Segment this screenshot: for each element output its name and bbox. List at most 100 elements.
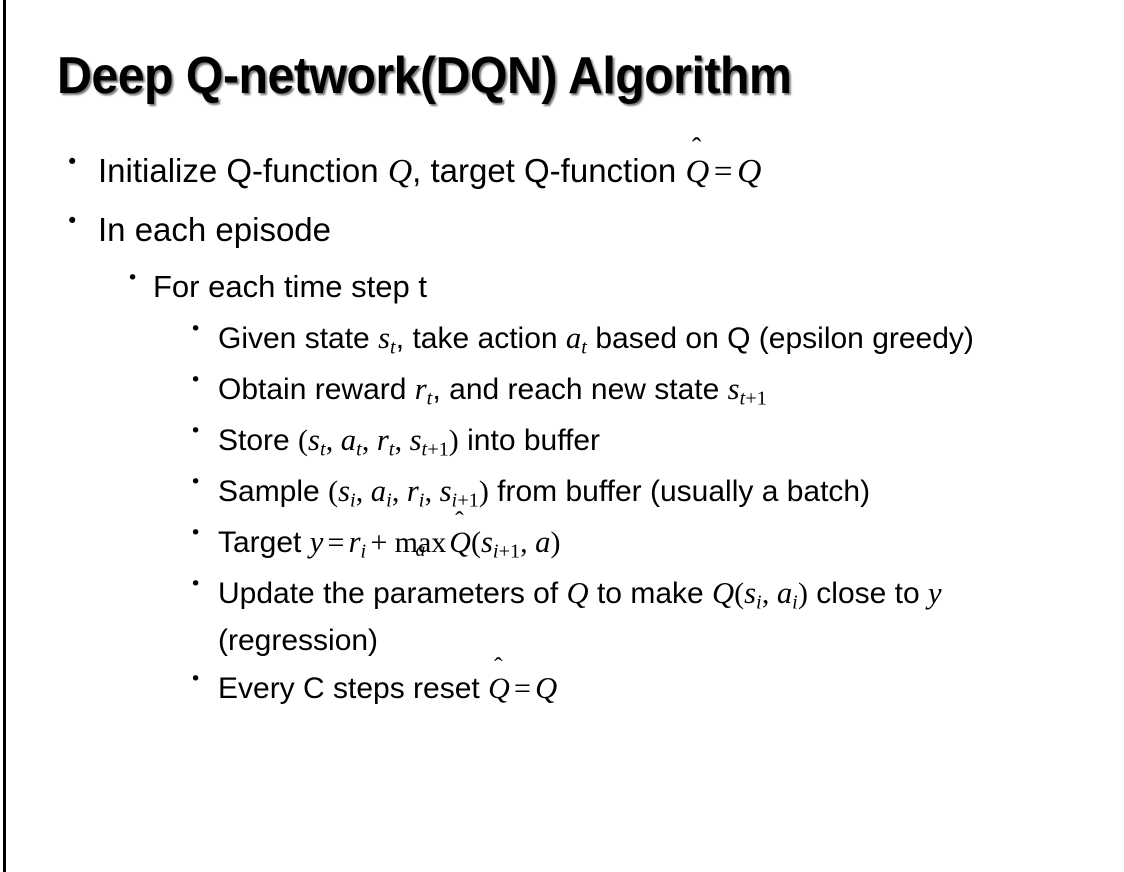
math-variable: st bbox=[378, 320, 396, 359]
math-subscript: i bbox=[492, 540, 499, 563]
bullet-text: Initialize Q-function Q, target Q-functi… bbox=[98, 134, 1124, 195]
math-subscript: t bbox=[426, 387, 433, 410]
math-variable: si+1 bbox=[480, 525, 521, 563]
math-subscript: t bbox=[356, 438, 362, 461]
math-punctuation: ) bbox=[478, 475, 489, 509]
math-subscript: i bbox=[360, 540, 367, 563]
text-run: Store bbox=[218, 424, 299, 458]
math-punctuation: , bbox=[355, 475, 371, 509]
text-run: from buffer (usually a batch) bbox=[488, 475, 871, 509]
math-punctuation: ( bbox=[328, 475, 339, 509]
text-run: Sample bbox=[218, 475, 329, 509]
math-subscript-offset: +1 bbox=[427, 438, 449, 461]
math-variable: y bbox=[309, 525, 324, 560]
math-subscript: i bbox=[349, 489, 356, 512]
text-run: , take action bbox=[395, 321, 566, 355]
math-subscript: i bbox=[386, 489, 392, 512]
bullet-item: •Update the parameters of Q to make Q(si… bbox=[0, 571, 1124, 662]
bullet-marker-icon: • bbox=[190, 668, 202, 691]
math-variable: Q bbox=[737, 153, 762, 190]
math-operator: = bbox=[713, 154, 733, 190]
math-variable: Q bbox=[566, 576, 589, 611]
math-variable: ri bbox=[406, 474, 425, 512]
math-subscript-offset: +1 bbox=[498, 540, 521, 563]
text-run: based on Q (epsilon greedy) bbox=[587, 321, 974, 355]
math-punctuation: ( bbox=[298, 424, 309, 458]
math-variable: rt bbox=[376, 423, 395, 461]
bullet-item: •In each episode bbox=[0, 207, 1124, 253]
bullet-text: Given state st, take action at based on … bbox=[218, 316, 1090, 363]
bullet-text: In each episode bbox=[98, 207, 1124, 253]
math-punctuation: , bbox=[391, 475, 407, 509]
bullet-marker-icon: • bbox=[127, 267, 139, 290]
text-run: Obtain reward bbox=[218, 372, 415, 406]
bullet-item: • Store (st, at, rt, st+1) into buffer bbox=[0, 418, 1124, 465]
math-subscript-offset: +1 bbox=[745, 387, 767, 410]
math-punctuation: ( bbox=[734, 577, 745, 611]
text-run: , and reach new state bbox=[432, 372, 728, 406]
bullet-marker-icon: • bbox=[190, 522, 202, 545]
math-variable: a bbox=[535, 525, 551, 560]
math-punctuation: ) bbox=[797, 577, 808, 611]
math-subscript: t bbox=[421, 438, 428, 461]
bullet-list: •Initialize Q-function Q, target Q-funct… bbox=[0, 134, 1124, 715]
bullet-marker-icon: • bbox=[190, 573, 202, 596]
math-subscript: i bbox=[418, 489, 425, 512]
text-run: Target bbox=[218, 526, 310, 560]
text-run: Given state bbox=[218, 321, 379, 355]
math-subscript: i bbox=[792, 592, 798, 615]
slide-left-border bbox=[3, 0, 6, 872]
math-operator: + bbox=[370, 526, 388, 560]
math-operator: = bbox=[513, 672, 531, 706]
math-variable: ai bbox=[776, 576, 798, 615]
bullet-marker-icon: • bbox=[190, 420, 202, 443]
text-run: Every C steps reset bbox=[218, 672, 489, 706]
math-variable: si bbox=[744, 576, 762, 615]
math-subscript: t bbox=[389, 336, 396, 359]
math-subscript: i bbox=[451, 489, 458, 512]
bullet-text: Obtain reward rt, and reach new state st… bbox=[218, 367, 1090, 414]
math-punctuation: ) bbox=[550, 526, 561, 560]
math-punctuation: ) bbox=[448, 424, 459, 458]
bullet-text: Store (st, at, rt, st+1) into buffer bbox=[218, 418, 1090, 465]
text-run: Initialize Q-function bbox=[98, 152, 388, 189]
text-run: to make bbox=[588, 577, 713, 611]
math-subscript: t bbox=[739, 387, 746, 410]
math-variable: Q bbox=[387, 153, 413, 190]
math-variable: st+1 bbox=[409, 423, 449, 461]
text-run: For each time step t bbox=[153, 269, 427, 305]
math-variable: at bbox=[565, 320, 588, 359]
math-subscript-offset: +1 bbox=[457, 489, 479, 512]
math-variable: at bbox=[340, 423, 362, 461]
text-run: , target Q-function bbox=[412, 152, 686, 189]
math-variable: si bbox=[338, 474, 356, 512]
bullet-text: For each time step t bbox=[153, 265, 1124, 308]
text-run: Update the parameters of bbox=[218, 577, 567, 611]
math-punctuation: , bbox=[325, 424, 341, 458]
bullet-item: •Given state st, take action at based on… bbox=[0, 316, 1124, 363]
math-subscript: i bbox=[756, 592, 762, 615]
math-variable: Q bbox=[535, 671, 558, 706]
bullet-item: • Obtain reward rt, and reach new state s… bbox=[0, 367, 1124, 414]
math-variable: ai bbox=[370, 474, 392, 512]
math-punctuation: ( bbox=[470, 526, 481, 560]
math-variable: Q bbox=[712, 576, 735, 611]
page-title: Deep Q-network(DQN) Algorithm bbox=[57, 47, 792, 105]
math-punctuation: , bbox=[424, 475, 440, 509]
math-variable: si+1 bbox=[439, 474, 479, 512]
bullet-marker-icon: • bbox=[190, 471, 202, 494]
math-subscript: t bbox=[581, 336, 588, 359]
math-punctuation: , bbox=[520, 526, 536, 560]
math-variable: y bbox=[928, 576, 942, 611]
math-operator: = bbox=[327, 526, 345, 560]
math-punctuation: , bbox=[761, 577, 777, 611]
bullet-marker-icon: • bbox=[190, 368, 202, 391]
text-run: (regression) bbox=[218, 623, 379, 657]
